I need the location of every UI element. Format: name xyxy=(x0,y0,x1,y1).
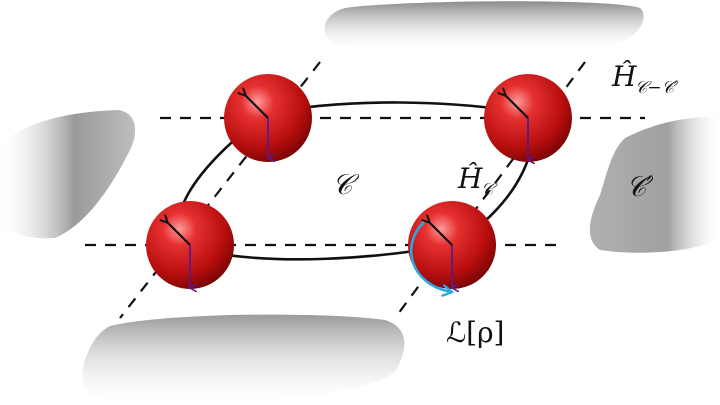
slab-top xyxy=(324,1,644,51)
neighbor-cluster-label: 𝒞′ xyxy=(626,170,654,203)
spin-arrow-icon xyxy=(429,222,453,246)
atom-top-right xyxy=(484,74,572,162)
local-hamiltonian-label: Ĥ 𝒞 xyxy=(457,162,498,200)
atom-bottom-right xyxy=(408,201,496,292)
coupling-hamiltonian-label: Ĥ 𝒞−𝒞′ xyxy=(611,60,679,98)
coupling-hamiltonian-base: Ĥ xyxy=(611,60,637,93)
spin-arrow-icon xyxy=(245,95,269,119)
slab-right xyxy=(589,117,720,253)
spin-arrow-icon xyxy=(167,222,191,246)
dashed-diag-left xyxy=(119,61,321,319)
cluster-label: 𝒞 xyxy=(332,168,360,201)
spin-arrow-icon xyxy=(505,95,529,119)
lindbladian-label: ℒ[ρ] xyxy=(446,316,504,349)
atom-top-left xyxy=(224,74,312,162)
curved-arrow-icon xyxy=(409,221,452,292)
atom-bottom-left xyxy=(146,201,234,289)
coupling-hamiltonian-subscript: 𝒞−𝒞′ xyxy=(635,78,679,98)
slab-left xyxy=(0,110,136,239)
slab-bottom xyxy=(82,314,405,405)
local-hamiltonian-base: Ĥ xyxy=(457,162,483,195)
